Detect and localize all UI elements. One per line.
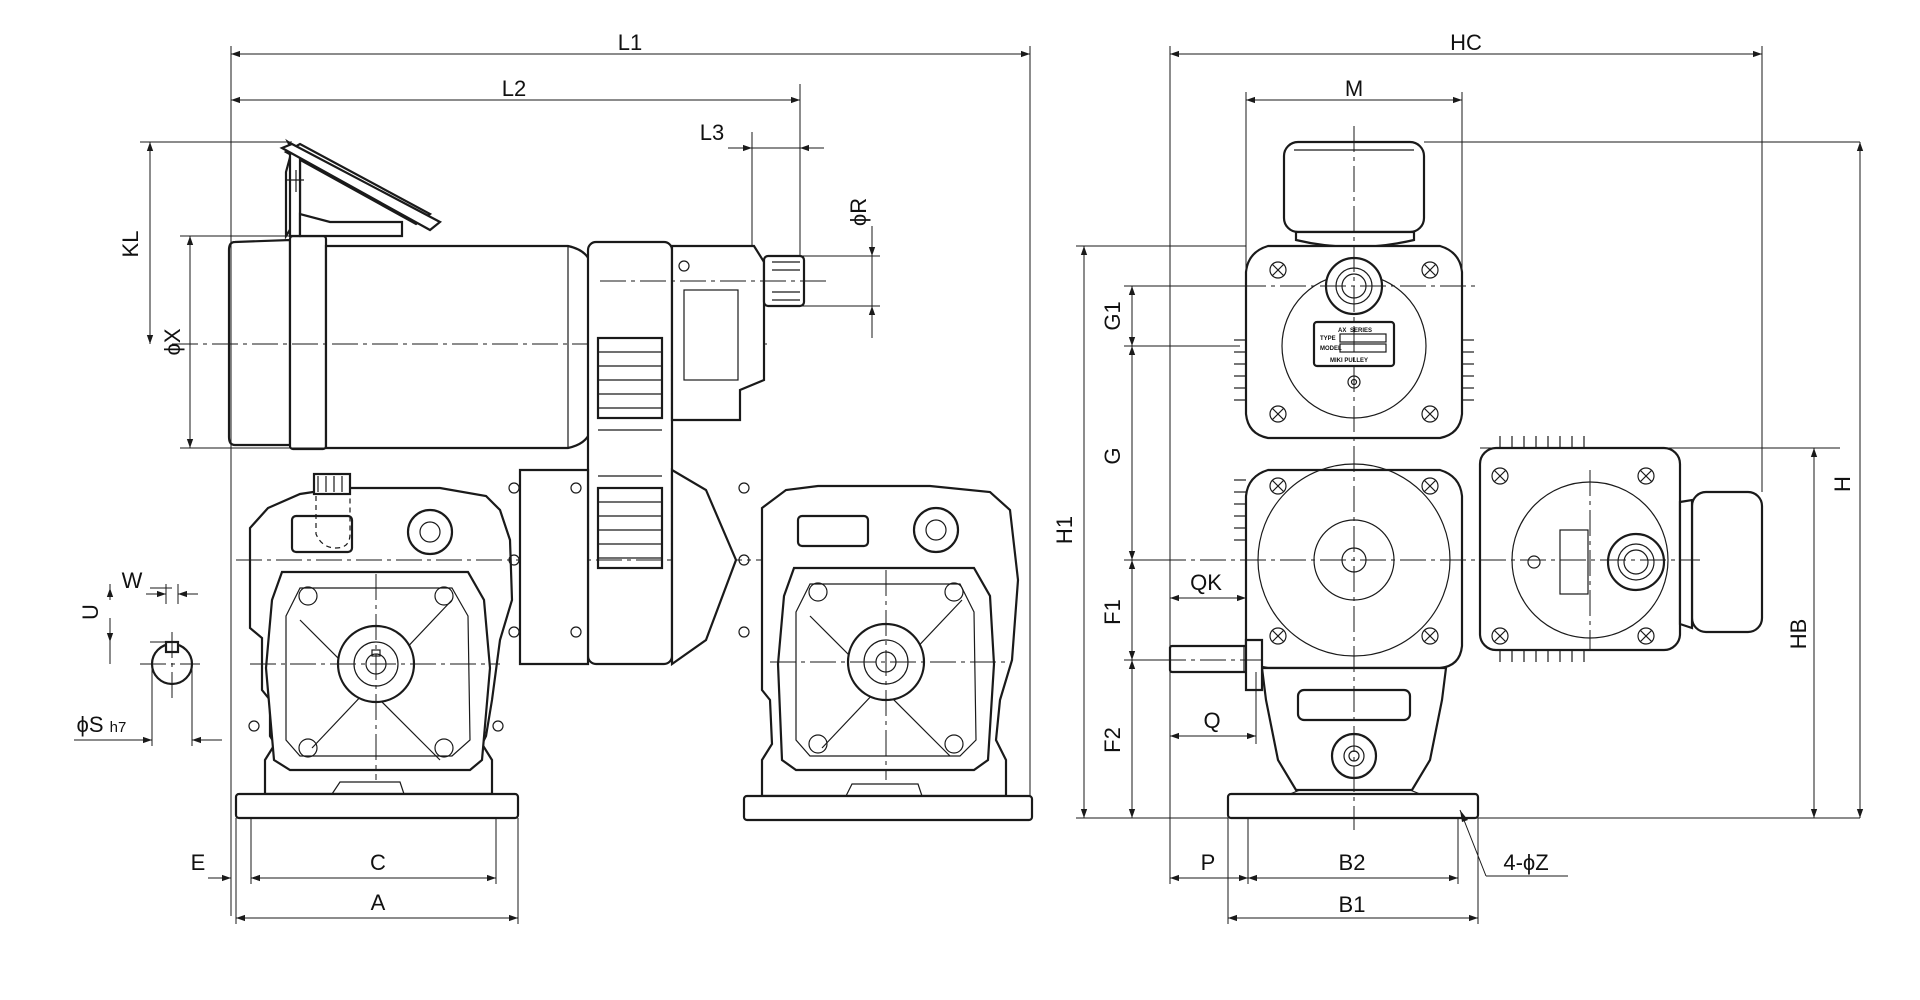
label-G1: G1 — [1100, 301, 1125, 330]
nameplate-upper-type: TYPE — [1320, 336, 1336, 342]
fins-upper-left — [1234, 339, 1246, 401]
right-gearbox — [742, 484, 1034, 822]
front-lower-housing — [1234, 463, 1464, 670]
fins-side-top — [1499, 436, 1585, 448]
clutch-brake-unit — [575, 240, 685, 666]
label-QK: QK — [1190, 570, 1222, 595]
center-coupling-housing — [508, 468, 750, 667]
label-A: A — [371, 890, 386, 915]
label-Q: Q — [1203, 708, 1220, 733]
dimensions-front-view: HC M G1 G F1 F2 H1 HB — [1052, 30, 1864, 924]
nameplate-upper-model: MODEL — [1320, 346, 1342, 352]
nameplate-upper-series-word: SERIES — [1350, 328, 1372, 334]
input-adapter — [600, 244, 826, 422]
label-H: H — [1830, 476, 1855, 492]
label-S-tolerance: h7 — [110, 719, 127, 736]
lower-bolt-heads — [1269, 477, 1439, 645]
label-M: M — [1345, 76, 1363, 101]
label-W: W — [122, 568, 143, 593]
label-S: ϕS — [77, 712, 104, 737]
front-second-unit — [1478, 436, 1764, 662]
label-G: G — [1100, 447, 1125, 464]
label-R: ϕR — [846, 198, 871, 226]
label-L2: L2 — [502, 76, 526, 101]
dimensions-side-view: L1 L2 L3 ϕR KL ϕX W — [74, 30, 1031, 924]
label-F1: F1 — [1100, 599, 1125, 625]
shaft-key-detail — [140, 632, 200, 700]
cooling-fins-upper — [598, 351, 662, 409]
nameplate-upper-maker: MIKI PULLEY — [1330, 358, 1368, 364]
front-side-shaft — [1168, 638, 1264, 692]
label-F2: F2 — [1100, 727, 1125, 753]
cooling-fins-lower — [598, 501, 662, 559]
fins-upper-right — [1462, 339, 1474, 401]
label-HB: HB — [1786, 619, 1811, 650]
label-U: U — [78, 604, 103, 620]
nameplate-upper-series: AX — [1338, 328, 1346, 334]
label-L1: L1 — [618, 30, 642, 55]
side-view: L1 L2 L3 ϕR KL ϕX W — [74, 30, 1034, 924]
label-HC: HC — [1450, 30, 1482, 55]
label-C: C — [370, 850, 386, 875]
label-Z: 4-ϕZ — [1503, 850, 1548, 875]
label-KL: KL — [118, 231, 143, 258]
fins-lower-left — [1234, 479, 1246, 541]
front-worm-case — [1226, 666, 1480, 820]
front-view: AX SERIES TYPE MODEL MIKI PULLEY — [1052, 30, 1864, 924]
label-E: E — [191, 850, 206, 875]
label-H1: H1 — [1052, 516, 1077, 544]
label-X: ϕX — [160, 328, 185, 355]
fins-side-bottom — [1499, 650, 1585, 662]
label-B1: B1 — [1339, 892, 1366, 917]
label-L3: L3 — [700, 120, 724, 145]
side-bolt-heads — [1491, 467, 1655, 645]
left-gearbox — [234, 472, 770, 820]
terminal-box — [279, 138, 442, 240]
upper-bolt-heads — [1269, 261, 1439, 423]
label-B2: B2 — [1339, 850, 1366, 875]
label-P: P — [1201, 850, 1216, 875]
